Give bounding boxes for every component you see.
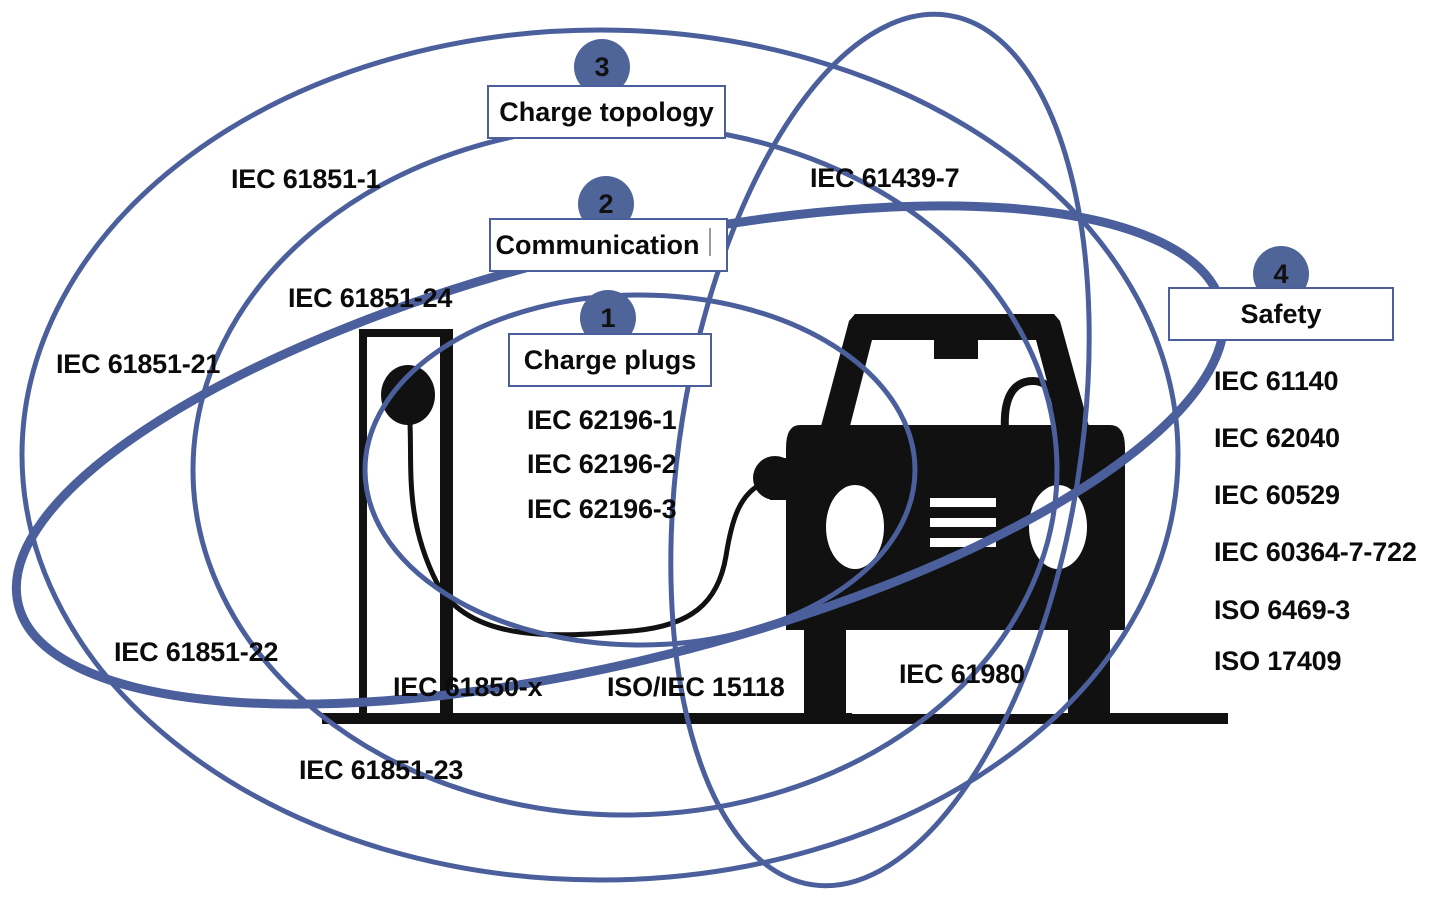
charge-plugs-box-label: Charge plugs <box>523 344 697 375</box>
group-badge-3-label: 3 <box>594 51 610 82</box>
safety-box[interactable]: Safety <box>1168 287 1394 341</box>
label-iso-6469-3: ISO 6469-3 <box>1214 595 1351 625</box>
scope-ellipse-safety-group <box>668 11 1092 889</box>
scope-ellipse-outer <box>19 27 1181 883</box>
charge-plug-head <box>381 365 435 425</box>
label-iec-62040: IEC 62040 <box>1214 423 1340 453</box>
label-iso-iec-15118: ISO/IEC 15118 <box>607 672 785 702</box>
charge-plugs-box[interactable]: Charge plugs <box>508 333 712 387</box>
label-iec-61140: IEC 61140 <box>1214 366 1339 396</box>
car-headlight-left <box>826 485 884 569</box>
group-badge-2-label: 2 <box>598 188 614 219</box>
label-iec-62196-2: IEC 62196-2 <box>527 449 677 479</box>
scope-ellipse-safety <box>668 11 1092 889</box>
label-iso-17409: ISO 17409 <box>1214 646 1342 676</box>
label-iec-61851-21: IEC 61851-21 <box>56 349 221 379</box>
label-iec-62196-3: IEC 62196-3 <box>527 494 677 524</box>
charge-topology-box[interactable]: Charge topology <box>487 85 726 139</box>
scope-ellipse-inner <box>362 292 918 648</box>
charge-topology-box-label: Charge topology <box>499 96 714 127</box>
label-iec-61439-7: IEC 61439-7 <box>810 163 960 193</box>
car-left-fender <box>804 620 846 716</box>
label-iec-61850-x: IEC 61850-x <box>393 672 543 702</box>
car-windshield-patch <box>934 336 978 359</box>
car-grille-slat-3 <box>930 538 996 547</box>
communication-box[interactable]: Communication <box>489 218 728 272</box>
label-iec-61851-1: IEC 61851-1 <box>231 164 381 194</box>
car-grille-slat-2 <box>930 518 996 527</box>
safety-box-label: Safety <box>1240 298 1322 329</box>
label-iec-61851-24: IEC 61851-24 <box>288 283 453 313</box>
group-badge-4-label: 4 <box>1273 258 1289 289</box>
label-iec-61980: IEC 61980 <box>899 659 1025 689</box>
label-iec-60364-7-722: IEC 60364-7-722 <box>1214 537 1417 567</box>
charging-scene-group <box>322 314 1228 724</box>
charging-cable <box>407 423 765 638</box>
label-iec-60529: IEC 60529 <box>1214 480 1340 510</box>
group-badge-1-label: 1 <box>600 302 616 333</box>
charge-post-inner-divider <box>440 333 449 718</box>
label-iec-61851-22: IEC 61851-22 <box>114 637 279 667</box>
text-cursor-artifact <box>709 228 711 256</box>
car-grille-slat-1 <box>930 498 996 507</box>
label-iec-61851-23: IEC 61851-23 <box>299 755 464 785</box>
label-iec-62196-1: IEC 62196-1 <box>527 405 677 435</box>
car-antenna-loop <box>1000 376 1061 431</box>
communication-box-label: Communication <box>495 229 700 260</box>
ground-line <box>322 713 1228 724</box>
